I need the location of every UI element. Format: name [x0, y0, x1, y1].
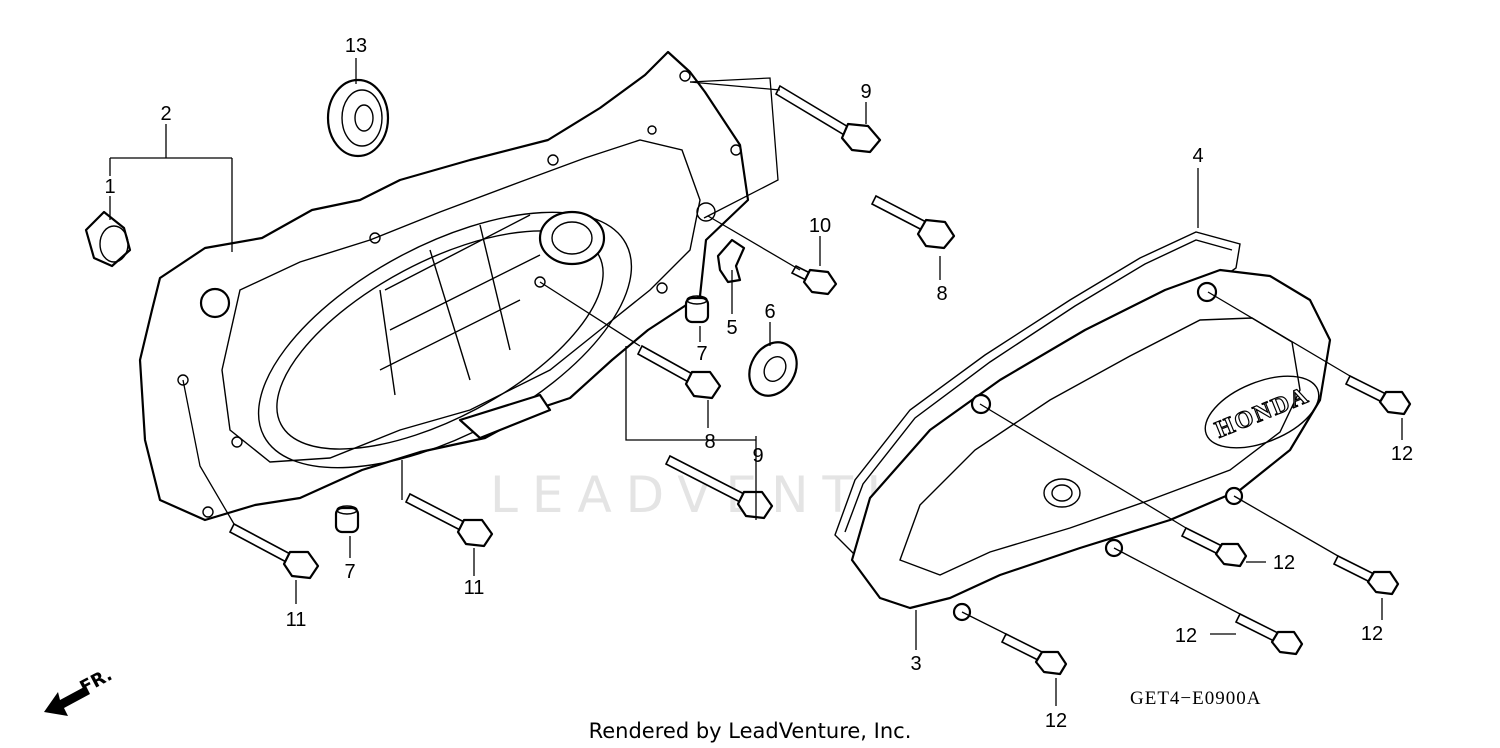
callout-13: 13	[345, 35, 367, 57]
callout-7-lower: 7	[344, 561, 355, 583]
oil-seal	[748, 341, 798, 397]
render-credit: Rendered by LeadVenture, Inc.	[589, 719, 912, 743]
callout-11-left: 11	[286, 609, 307, 631]
bolt-12-e	[1000, 632, 1068, 676]
bearing	[326, 78, 390, 158]
bolt-12-d	[1234, 612, 1304, 656]
callout-7-upper: 7	[696, 343, 707, 365]
callout-5: 5	[726, 317, 737, 339]
callout-1: 1	[104, 176, 115, 198]
bolt-12-c	[1332, 554, 1400, 596]
callout-12-b: 12	[1273, 552, 1295, 574]
callout-12-d: 12	[1175, 625, 1197, 647]
bolt-11-left	[228, 522, 320, 580]
bolt-12-b	[1180, 526, 1248, 568]
callout-2: 2	[160, 103, 171, 125]
bolt-9-upper	[774, 84, 882, 154]
bolt-9-lower	[664, 454, 774, 520]
callout-12-e: 12	[1045, 710, 1067, 732]
callout-12-a: 12	[1391, 443, 1413, 465]
dowel-pin	[334, 505, 360, 534]
rubber-bushing	[84, 210, 132, 268]
bolt-12-a	[1344, 374, 1412, 416]
callout-11-right: 11	[464, 577, 485, 599]
callout-8-lower: 8	[704, 431, 715, 453]
bolt-8-upper	[870, 194, 956, 250]
clamp	[716, 238, 746, 284]
diagram-code: GET4−E0900A	[1130, 688, 1261, 709]
bolt-10	[790, 264, 838, 296]
callout-3: 3	[910, 653, 921, 675]
leader-lines	[109, 58, 1403, 706]
bolt-11-right	[404, 492, 494, 548]
left-crankcase-cover	[138, 50, 750, 522]
dowel-pin	[684, 295, 710, 324]
callout-4: 4	[1192, 145, 1203, 167]
gasket-inner	[844, 239, 1233, 533]
callout-9-upper: 9	[860, 81, 871, 103]
front-direction-arrow: FR.	[44, 664, 116, 716]
callout-10: 10	[809, 215, 831, 237]
callout-8-upper: 8	[936, 283, 947, 305]
callout-6: 6	[764, 301, 775, 323]
callout-12-c: 12	[1361, 623, 1383, 645]
bolt-8-lower	[636, 344, 722, 400]
callout-9-lower: 9	[752, 445, 763, 467]
